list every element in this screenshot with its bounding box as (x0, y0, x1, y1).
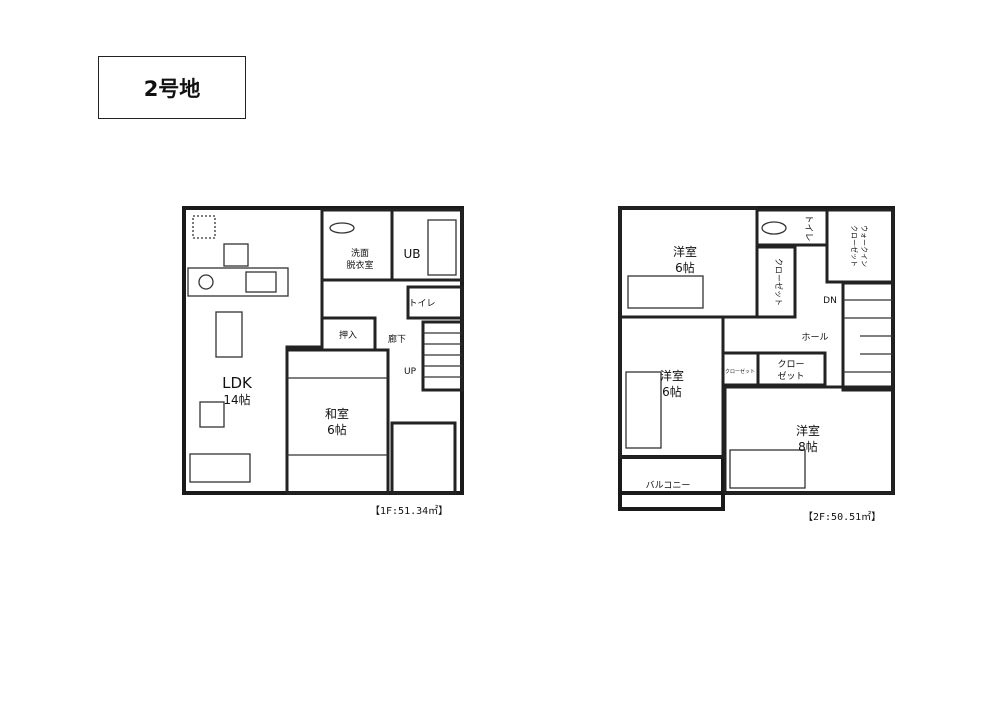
floor-plan-2f: 洋室 6帖 洋室 6帖 洋室 8帖 トイレ ウォークイン クローゼット クローゼ… (618, 206, 895, 523)
area-label-2f: 【2F:50.51㎡】 (803, 511, 881, 523)
ldk-label: LDK (222, 374, 253, 392)
floor-plan-1f: LDK 14帖 和室 6帖 洗面 脱衣室 UB トイレ 押入 廊下 UP 【1F… (182, 206, 464, 517)
wic-label-1: ウォークイン (860, 225, 868, 267)
washitsu-label: 和室 (325, 406, 349, 421)
unit-bath-room (390, 208, 464, 282)
youshitsu-a-size: 6帖 (675, 260, 695, 275)
dn-label: DN (823, 296, 837, 306)
coffee-table (199, 401, 225, 428)
wic-label-2: クローゼット (850, 225, 859, 267)
senmen-label: 洗面 (351, 247, 369, 259)
balcony-label: バルコニー (646, 480, 691, 491)
bed (625, 371, 662, 449)
youshitsu-a-label: 洋室 (673, 244, 697, 259)
genkan-entrance (390, 421, 457, 495)
toilet-room (406, 285, 464, 320)
sofa (189, 453, 251, 483)
toilet-fixture (761, 221, 787, 235)
stairs-1f (421, 320, 464, 392)
washitsu-room (285, 348, 390, 495)
closet-small-label: クローゼット (725, 368, 755, 375)
youshitsu-room-c (723, 385, 895, 495)
rouka-label: 廊下 (388, 333, 406, 345)
toilet-room-2f (755, 208, 829, 247)
youshitsu-c-size: 8帖 (798, 439, 818, 454)
oshiire-label: 押入 (339, 329, 357, 341)
sink (245, 271, 277, 293)
bed (729, 449, 806, 489)
ub-label: UB (403, 247, 420, 261)
walk-in-closet (825, 208, 895, 284)
area-label-1f: 【1F:51.34㎡】 (370, 505, 448, 517)
wash-basin (329, 222, 355, 234)
kitchen-counter (187, 267, 289, 297)
closet-b-label-2: ゼット (777, 370, 804, 382)
up-label: UP (404, 367, 417, 377)
toilet-2f-label: トイレ (803, 214, 813, 241)
stove-icon (198, 274, 214, 290)
bed (627, 275, 704, 309)
closet-a (755, 245, 797, 319)
bathtub (427, 219, 457, 276)
closet-a-label: クローゼット (774, 258, 784, 306)
fridge (223, 243, 249, 267)
ldk-size: 14帖 (223, 392, 250, 407)
stair-treads (423, 332, 462, 378)
lot-label: 2号地 (98, 56, 246, 119)
youshitsu-b-label: 洋室 (660, 368, 684, 383)
youshitsu-room-b (618, 315, 725, 459)
toilet-label: トイレ (408, 299, 435, 309)
closet-b (756, 351, 827, 387)
hall-label: ホール (801, 332, 828, 343)
datsuishitsu-label: 脱衣室 (346, 259, 373, 271)
youshitsu-c-label: 洋室 (796, 423, 820, 438)
washitsu-size: 6帖 (327, 422, 347, 437)
youshitsu-b-size: 6帖 (662, 384, 682, 399)
stair-treads (843, 299, 893, 373)
dining-table (215, 311, 243, 358)
closet-b-label-1: クロー (777, 359, 804, 370)
pantry (192, 215, 216, 239)
